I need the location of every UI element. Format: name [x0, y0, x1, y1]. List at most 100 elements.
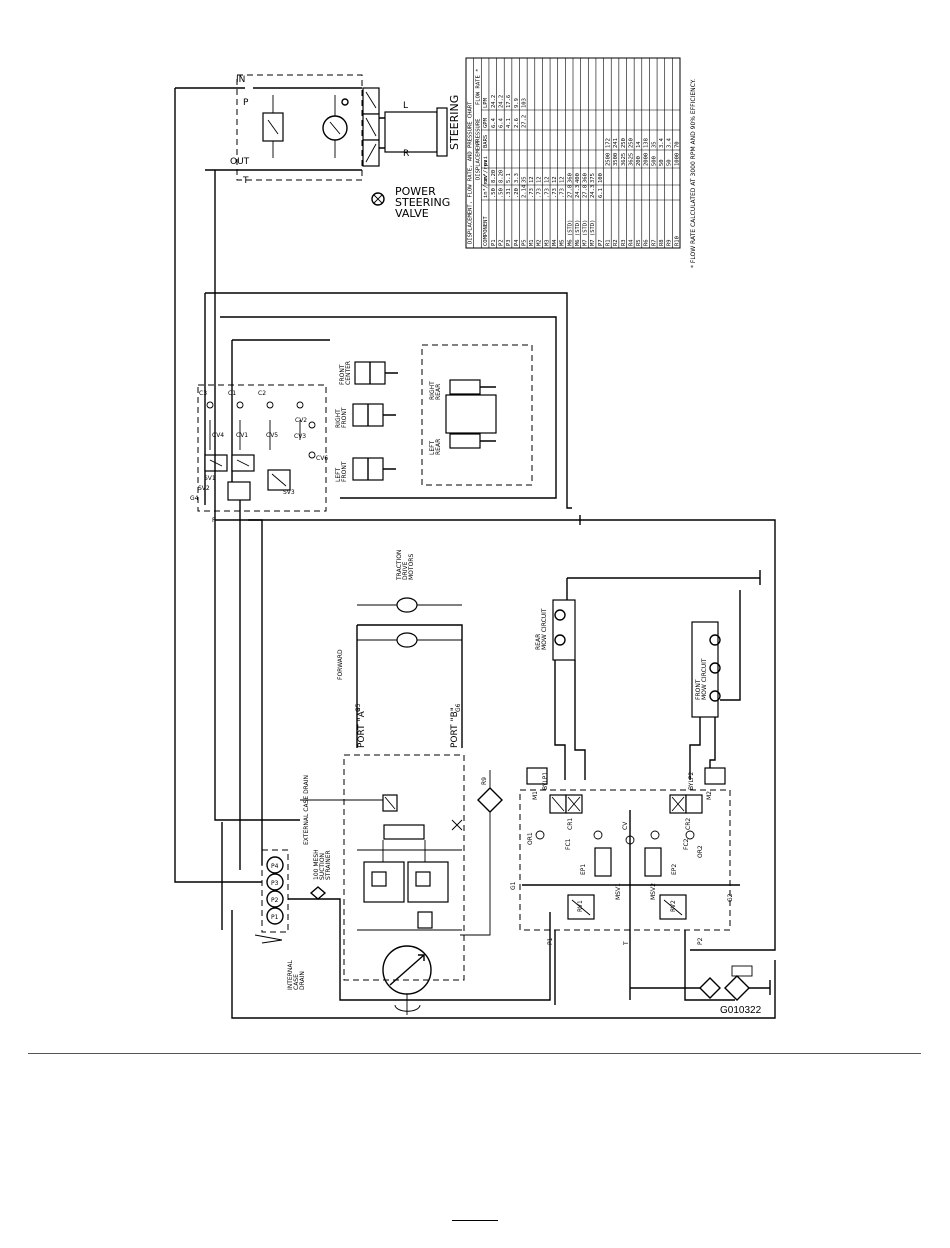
chart-cell: M5: [560, 239, 566, 246]
psv-label-2: STEERING: [395, 196, 450, 209]
chart-cell: R3: [621, 239, 627, 246]
lbl-cr2: CR2: [685, 818, 692, 830]
mow-circuits: REAR MOW CIRCUIT FRONT MOW CIRCUIT M1 M2…: [248, 515, 776, 1005]
lbl-left-rear-2: REAR: [435, 439, 442, 455]
page-number-line: [452, 1220, 498, 1221]
chart-cell: 2000: [644, 153, 650, 166]
lbl-right-front-2: FRONT: [341, 407, 348, 428]
lbl-cv2: CV2: [295, 417, 307, 424]
chart-cell: 103: [521, 98, 527, 108]
lbl-traction-1: TRACTION: [396, 550, 403, 581]
lift-manifold: [197, 384, 327, 512]
lbl-t-manifold: T: [623, 941, 630, 946]
chart-cell: .50: [491, 188, 497, 198]
chart-cell: 172: [606, 138, 612, 148]
chart-cell: 241: [613, 138, 619, 148]
steering-valve-spool: [362, 87, 380, 115]
label-p: P: [243, 98, 249, 108]
lift-circuit: FRONT CENTER RIGHT FRONT LEFT FRONT RIGH…: [190, 292, 572, 524]
chart-cell: 35: [651, 141, 657, 148]
lbl-or1: OR1: [527, 832, 534, 845]
chart-cell: 35: [521, 176, 527, 183]
label-l: L: [403, 101, 408, 111]
chart-cell: 2.14: [521, 184, 527, 198]
chart-header-1: in³/rev: [482, 174, 489, 198]
flow-rate-chart: DISPLACEMENT, FLOW RATE, AND PRESSURE CH…: [465, 57, 681, 249]
chart-cell: 3500: [613, 153, 619, 166]
lift-cylinder-left-front: LEFT FRONT: [335, 457, 396, 482]
chart-group-flow: FLOW RATE *: [475, 69, 481, 105]
psv-label-1: POWER: [395, 185, 436, 198]
traction-motor-1: [396, 597, 418, 613]
lbl-left-front-1: LEFT: [335, 468, 342, 482]
chart-cell: R8: [659, 239, 665, 246]
chart-cell: M4: [552, 239, 558, 246]
lbl-g6: G6: [455, 703, 462, 712]
lbl-cr1: CR1: [567, 818, 574, 830]
chart-cell: M6 (STD): [575, 220, 581, 247]
chart-cell: 250: [628, 138, 634, 148]
chart-cell: 24.3: [590, 185, 596, 198]
lbl-icd-1: INTERNAL: [287, 960, 294, 990]
page-rule: [28, 1053, 921, 1054]
lbl-g5: G5: [355, 703, 362, 712]
chart-cell: 1000: [674, 153, 680, 166]
chart-cell: 27.8: [567, 185, 573, 198]
lbl-port-b: PORT "B": [450, 707, 460, 748]
chart-cell: 400: [575, 173, 581, 183]
chart-title: DISPLACEMENT, FLOW RATE, AND PRESSURE CH…: [468, 101, 474, 244]
chart-cell: P1: [491, 239, 497, 246]
lift-cylinder-rear-pair: RIGHT REAR LEFT REAR: [429, 379, 497, 455]
chart-cell: 500: [651, 156, 657, 166]
front-mow-motor-2: [709, 662, 721, 674]
lbl-bylp1: BYLP1: [542, 772, 549, 790]
chart-cell: 138: [644, 138, 650, 148]
lbl-p2: P2: [271, 897, 279, 904]
chart-cell: .73: [529, 188, 535, 198]
filter-r9: R9: [460, 770, 503, 936]
chart-header-3: psi: [483, 156, 489, 166]
lbl-c2: C2: [258, 390, 266, 397]
lbl-cv6: CV6: [316, 455, 328, 462]
chart-header-0: COMPONENT: [483, 216, 489, 246]
lbl-icd-2: CASE: [293, 974, 300, 990]
chart-cell: 50: [667, 159, 673, 166]
chart-cell: .73: [560, 188, 566, 198]
chart-cell: 50: [659, 159, 665, 166]
traction-motor-2: [396, 632, 418, 648]
chart-cell: M1: [529, 239, 535, 246]
chart-cell: 8.20: [499, 170, 505, 183]
chart-cell: 12: [552, 176, 558, 183]
lbl-rv2: RV2: [670, 900, 677, 912]
chart-cell: P5: [521, 239, 527, 246]
chart-cell: 6.1: [598, 188, 604, 198]
chart-cell: .50: [499, 188, 505, 198]
chart-cell: M7 (STD): [583, 220, 589, 247]
label-out: OUT: [230, 157, 250, 167]
chart-cell: 3.3: [514, 173, 520, 183]
chart-cell: 17.6: [506, 95, 512, 108]
lbl-front-center-1: FRONT: [339, 364, 346, 385]
chart-footnote: * FLOW RATE CALCULATED AT 3000 RPM AND 9…: [690, 79, 697, 268]
lbl-c1: C1: [228, 390, 236, 397]
chart-cell: 8.20: [491, 170, 497, 183]
steering-label: STEERING: [448, 95, 461, 150]
lbl-sv3: SV3: [283, 489, 295, 496]
chart-cell: 250: [621, 138, 627, 148]
chart-cell: .31: [506, 188, 512, 198]
chart-cell: 70: [674, 141, 680, 148]
chart-cell: 2.6: [514, 118, 520, 128]
lbl-strainer-2: SUCTION: [319, 853, 326, 880]
chart-cell: M3: [544, 239, 550, 246]
traction-control-spool: [383, 824, 425, 840]
chart-cell: 360: [567, 173, 573, 183]
lbl-icd-3: DRAIN: [299, 971, 306, 990]
rear-mow-motor-block: [552, 599, 576, 661]
chart-cell: R10: [674, 236, 680, 246]
lbl-right-front-1: RIGHT: [335, 409, 342, 428]
lbl-front-mow-1: FRONT: [695, 679, 702, 700]
lbl-fc2: FC2: [683, 838, 690, 850]
lbl-right-rear-1: RIGHT: [429, 381, 436, 400]
chart-cell: P3: [506, 239, 512, 246]
lbl-p2-manifold: P2: [697, 937, 704, 945]
